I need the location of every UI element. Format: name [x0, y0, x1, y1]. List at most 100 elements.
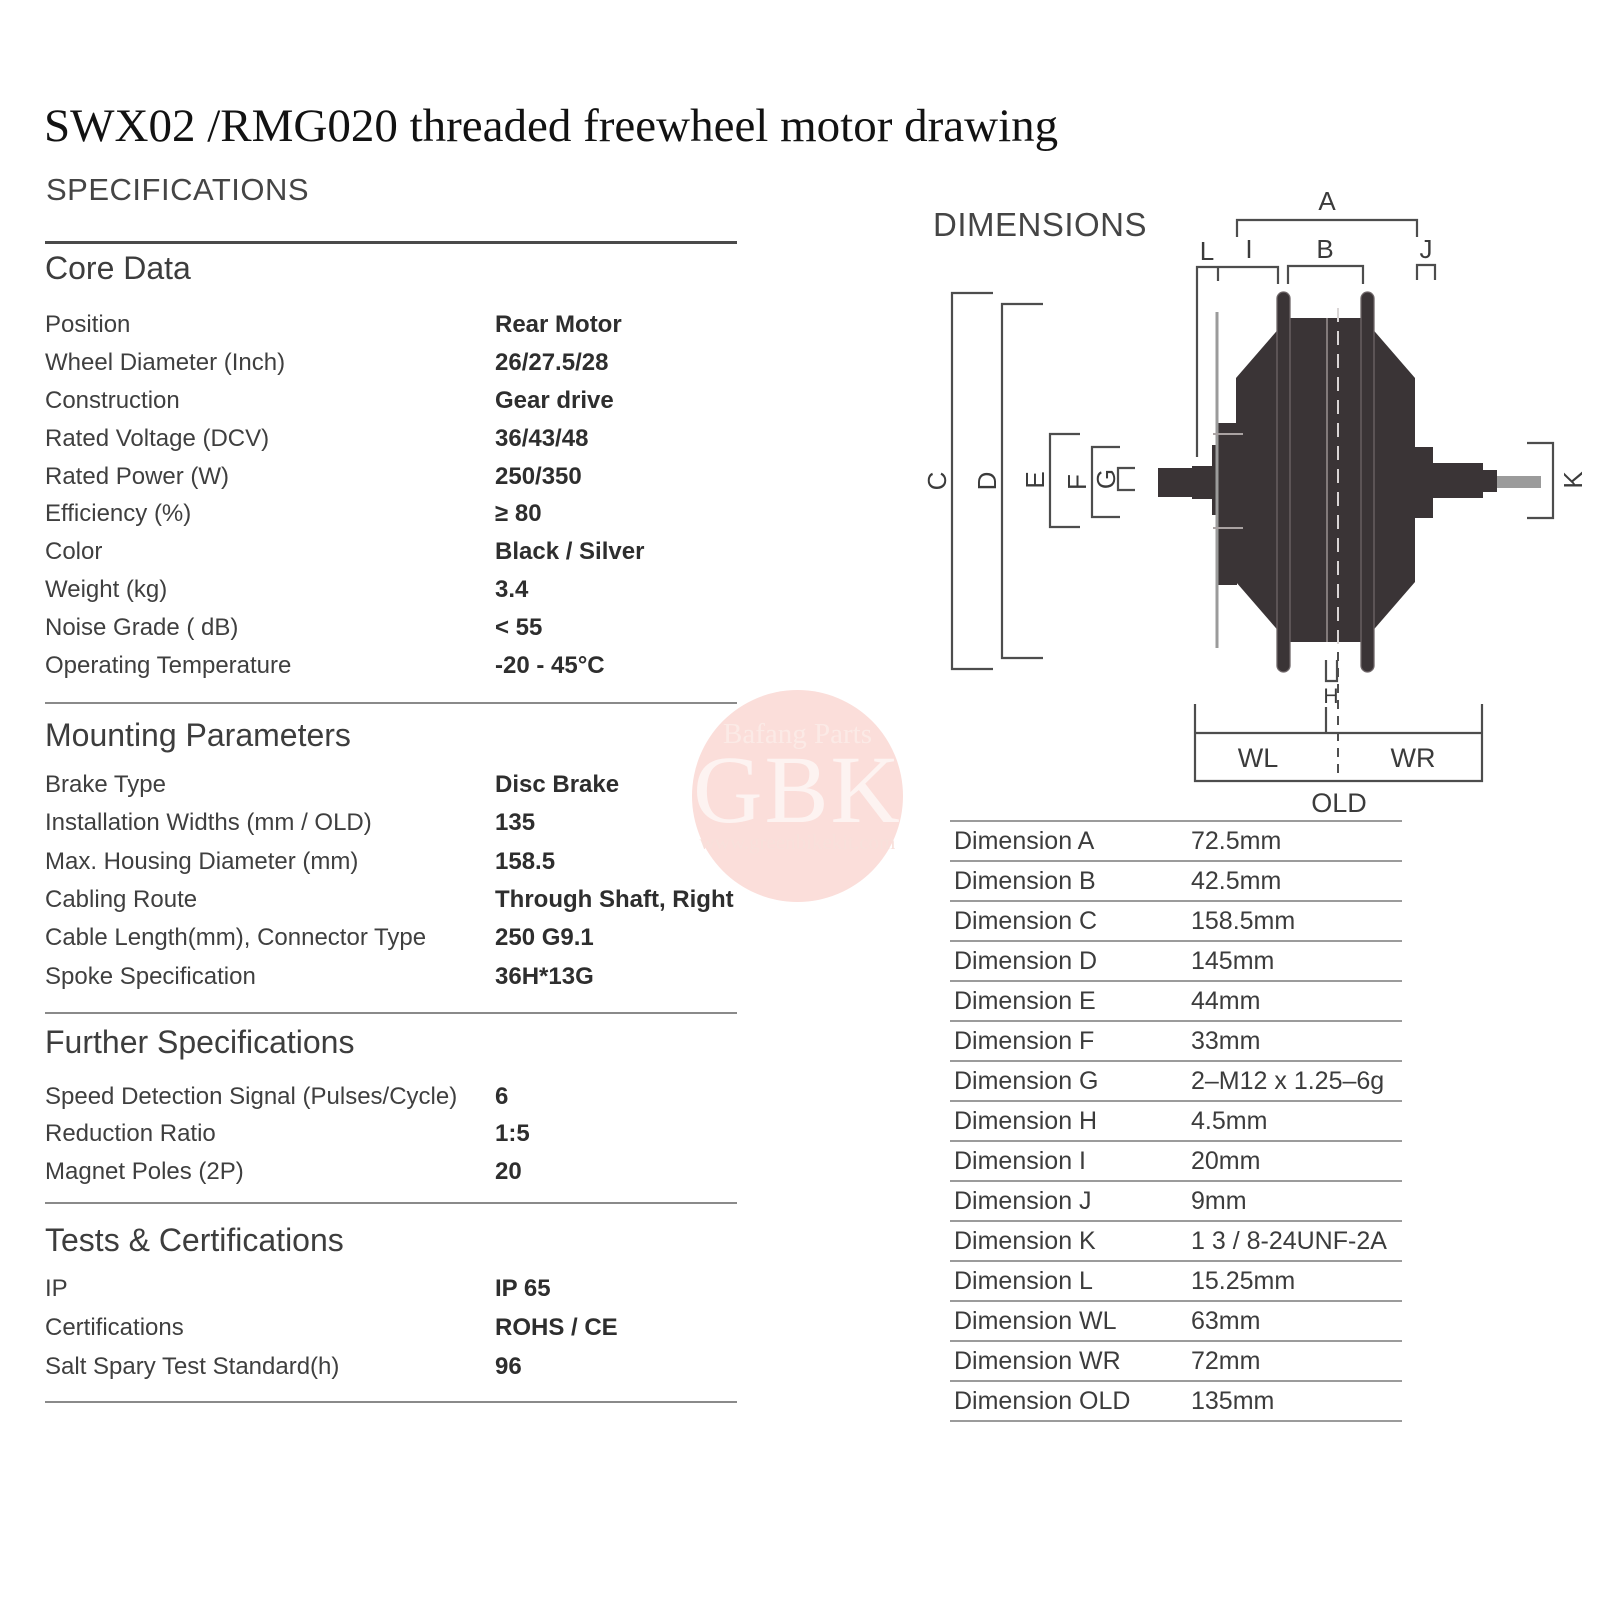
dim-value: 42.5mm [1191, 866, 1282, 895]
spec-value: -20 - 45°C [495, 651, 605, 679]
dim-value: 135mm [1191, 1386, 1275, 1415]
spec-row: Max. Housing Diameter (mm)158.5 [45, 843, 745, 881]
spec-row: Magnet Poles (2P) 20 [45, 1153, 745, 1191]
spec-label: Wheel Diameter (Inch) [45, 348, 286, 376]
bracket-e [1048, 432, 1080, 529]
spec-row: Construction Gear drive [45, 382, 745, 420]
bracket-l-i [1195, 265, 1280, 457]
section-heading-mounting: Mounting Parameters [45, 717, 351, 753]
table-row: Dimension H 4.5mm [950, 1100, 1402, 1140]
table-row: Dimension OLD 135mm [950, 1380, 1402, 1420]
spec-value: 6 [495, 1082, 509, 1110]
spec-label: Speed Detection Signal (Pulses/Cycle) [45, 1082, 458, 1110]
spec-row: Operating Temperature -20 - 45°C [45, 647, 745, 685]
axle-left-step [1192, 466, 1213, 499]
spec-value: Gear drive [495, 386, 614, 414]
dim-name: Dimension I [954, 1146, 1086, 1175]
spec-label: Efficiency (%) [45, 500, 192, 528]
dim-label-j: J [1420, 234, 1433, 264]
dim-value: 158.5mm [1191, 906, 1296, 935]
section-heading-core-data: Core Data [45, 250, 191, 286]
spec-value: Disc Brake [495, 771, 620, 799]
spec-value: 250/350 [495, 462, 582, 490]
freewheel-thread [1497, 476, 1541, 488]
further-specs-rows: Speed Detection Signal (Pulses/Cycle)6 R… [45, 1078, 745, 1191]
table-row: Dimension B 42.5mm [950, 860, 1402, 900]
divider [45, 702, 737, 704]
divider [45, 1401, 737, 1403]
bracket-h [1324, 660, 1339, 683]
dim-label-h: H [1323, 685, 1338, 708]
dim-value: 4.5mm [1191, 1106, 1268, 1135]
spec-value: 96 [495, 1352, 522, 1380]
spec-row: Rated Voltage (DCV)36/43/48 [45, 420, 745, 458]
dim-value: 20mm [1191, 1146, 1261, 1175]
spec-row: Noise Grade ( dB)< 55 [45, 609, 745, 647]
spec-label: Magnet Poles (2P) [45, 1157, 244, 1185]
spec-value: 20 [495, 1157, 522, 1185]
dim-label-d: D [972, 472, 1002, 491]
spec-value: ≥ 80 [495, 500, 542, 528]
bracket-a [1235, 218, 1419, 237]
dim-name: Dimension C [954, 906, 1098, 935]
dim-name: Dimension H [954, 1106, 1098, 1135]
dim-label-a: A [1318, 186, 1336, 216]
dim-label-c: C [922, 472, 952, 491]
spec-label: Salt Spary Test Standard(h) [45, 1352, 340, 1380]
dim-value: 44mm [1191, 986, 1261, 1015]
dim-name: Dimension F [954, 1026, 1095, 1055]
divider [45, 1202, 737, 1204]
dim-value: 2–M12 x 1.25–6g [1191, 1066, 1385, 1095]
dim-value: 145mm [1191, 946, 1275, 975]
dim-label-wl: WL [1238, 743, 1279, 773]
dim-value: 72.5mm [1191, 826, 1282, 855]
spec-row: Weight (kg)3.4 [45, 571, 745, 609]
spec-label: Cable Length(mm), Connector Type [45, 924, 427, 952]
spec-value: < 55 [495, 614, 543, 642]
wl-wr-box [1193, 704, 1484, 783]
spec-row: Brake Type Disc Brake [45, 766, 745, 804]
dimensions-heading: DIMENSIONS [933, 206, 1148, 243]
spec-value: 250 G9.1 [495, 924, 594, 952]
table-row: Dimension I 20mm [950, 1140, 1402, 1180]
dim-value: 1 3 / 8-24UNF-2A [1191, 1226, 1387, 1255]
spoke-flange-right [1360, 291, 1375, 673]
spec-label: Rated Power (W) [45, 462, 230, 490]
spec-label: Construction [45, 386, 180, 414]
dim-name: Dimension D [954, 946, 1098, 975]
section-heading-further: Further Specifications [45, 1024, 355, 1060]
watermark-url-text: www.greenbikekit.com [699, 830, 896, 854]
spec-value: 135 [495, 809, 536, 837]
spec-row: Efficiency (%) ≥ 80 [45, 495, 745, 533]
spec-label: Color [45, 538, 103, 566]
spec-label: Certifications [45, 1313, 184, 1341]
spec-label: Spoke Specification [45, 962, 256, 990]
dim-name: Dimension OLD [954, 1386, 1131, 1415]
specifications-heading: SPECIFICATIONS [46, 172, 310, 207]
axle-left [1158, 468, 1194, 497]
motor-body [1236, 318, 1415, 642]
dim-value: 15.25mm [1191, 1266, 1296, 1295]
bracket-g [1116, 466, 1135, 492]
bracket-k [1527, 441, 1555, 520]
spec-label: Operating Temperature [45, 651, 292, 679]
dim-name: Dimension B [954, 866, 1096, 895]
spec-label: Brake Type [45, 771, 166, 799]
dim-label-e: E [1020, 471, 1050, 488]
spec-row: Cable Length(mm), Connector Type 250 G9.1 [45, 919, 745, 957]
dim-label-wr: WR [1391, 743, 1436, 773]
